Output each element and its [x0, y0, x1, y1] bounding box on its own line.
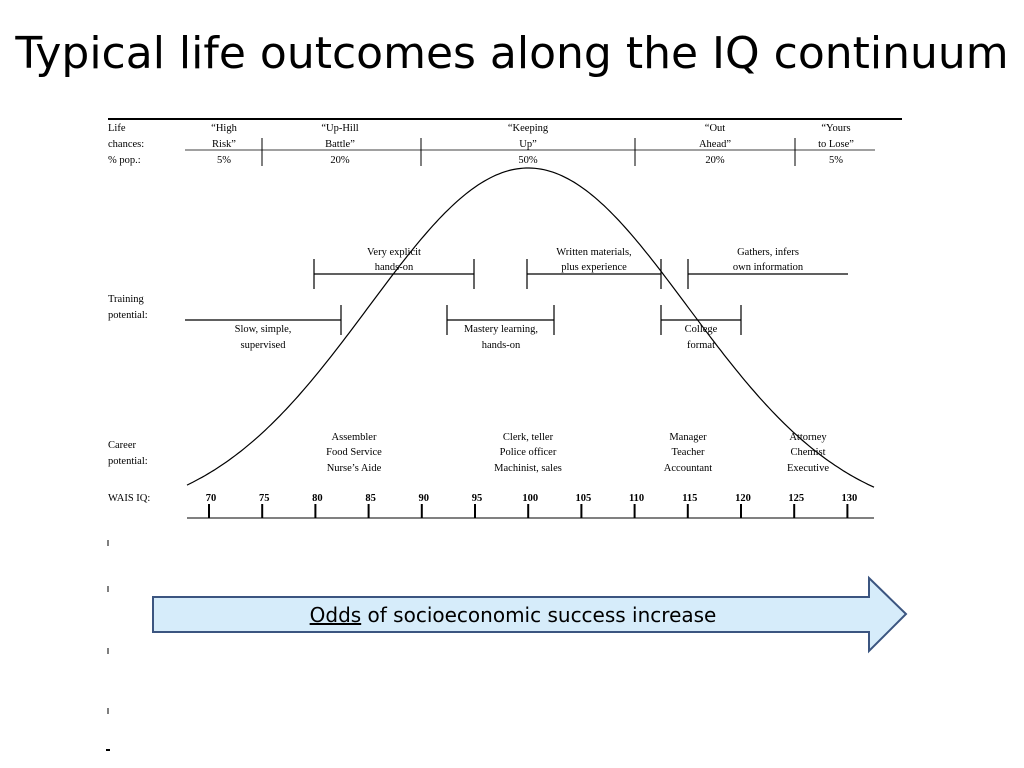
life-chance-line1: “Keeping [508, 123, 549, 134]
life-chance-line1: “High [211, 123, 237, 134]
iq-tick-label: 130 [842, 493, 858, 504]
iq-tick-label: 120 [735, 493, 751, 504]
training-lower-label: format [687, 340, 715, 351]
career-item: Machinist, sales [494, 463, 562, 474]
success-arrow-shape [152, 575, 908, 654]
life-chance-line1: “Out [705, 123, 725, 134]
training-upper-label: own information [733, 262, 804, 273]
life-chance-pct: 20% [705, 155, 725, 166]
career-item: Executive [787, 463, 829, 474]
iq-tick-label: 95 [472, 493, 483, 504]
career-item: Manager [669, 432, 707, 443]
wais-iq-label: WAIS IQ: [108, 493, 150, 504]
career-item: Teacher [671, 447, 705, 458]
training-bar-very-explicit [313, 259, 475, 289]
arrow-label-rest: of socioeconomic success increase [361, 603, 717, 627]
training-lower-label: Mastery learning, [464, 324, 538, 335]
life-chance-out-ahead: “Out Ahead” 20% [699, 123, 731, 166]
life-chance-line2: Up” [519, 139, 537, 150]
iq-tick-label: 100 [522, 493, 538, 504]
training-bar-gathers-infers [687, 259, 848, 289]
iq-axis-ticks: 70 75 80 85 90 95 100 105 110 115 120 125 130 [206, 493, 858, 518]
career-label: Career [108, 440, 136, 451]
life-label: Life [108, 123, 126, 134]
slide-title: Typical life outcomes along the IQ conti… [15, 28, 1009, 79]
life-chance-pct: 5% [829, 155, 843, 166]
bell-curve [186, 167, 875, 488]
training-label: Training [108, 294, 145, 305]
career-label: potential: [108, 456, 148, 467]
life-chance-line1: “Yours [821, 123, 850, 134]
life-chance-line2: Battle” [325, 139, 355, 150]
training-lower-label: Slow, simple, [235, 324, 292, 335]
odds-word: Odds [309, 603, 362, 627]
career-item: Police officer [500, 447, 557, 458]
career-item: Nurse’s Aide [327, 463, 382, 474]
training-upper-label: plus experience [561, 262, 627, 273]
career-item: Accountant [664, 463, 712, 474]
life-chance-uphill-battle: “Up-Hill Battle” 20% [321, 123, 358, 166]
iq-tick-label: 125 [788, 493, 804, 504]
career-item: Food Service [326, 447, 382, 458]
career-item: Assembler [332, 432, 377, 443]
career-item: Clerk, teller [503, 432, 554, 443]
training-lower-label: College [685, 324, 718, 335]
iq-tick-label: 90 [419, 493, 430, 504]
iq-tick-label: 85 [365, 493, 376, 504]
training-upper-label: Written materials, [556, 247, 631, 258]
life-chance-keeping-up: “Keeping Up” 50% [508, 123, 549, 166]
training-bar-mastery-learning [446, 305, 555, 335]
life-chance-high-risk: “High Risk” 5% [211, 123, 237, 166]
life-chance-line2: to Lose” [818, 139, 854, 150]
life-chance-line1: “Up-Hill [321, 123, 358, 134]
life-chance-pct: 20% [330, 155, 350, 166]
training-upper-label: hands-on [375, 262, 414, 273]
iq-tick-label: 115 [682, 493, 697, 504]
life-chance-line2: Ahead” [699, 139, 731, 150]
iq-tick-label: 105 [576, 493, 592, 504]
iq-tick-label: 75 [259, 493, 270, 504]
career-item: Attorney [789, 432, 827, 443]
training-upper-label: Very explicit [367, 247, 421, 258]
pct-pop-label: % pop.: [108, 155, 141, 166]
iq-tick-label: 80 [312, 493, 323, 504]
iq-tick-label: 110 [629, 493, 644, 504]
training-upper-label: Gathers, infers [737, 247, 799, 258]
career-item: Chemist [790, 447, 825, 458]
training-label: potential: [108, 310, 148, 321]
training-bar-slow-simple [185, 305, 342, 335]
training-lower-label: supervised [241, 340, 287, 351]
margin-marks [106, 540, 110, 751]
training-bar-written-materials [526, 259, 662, 289]
life-chance-pct: 5% [217, 155, 231, 166]
training-lower-label: hands-on [482, 340, 521, 351]
life-chance-pct: 50% [518, 155, 538, 166]
chances-label: chances: [108, 139, 144, 150]
success-arrow-label: Odds of socioeconomic success increase [153, 598, 873, 632]
life-chance-yours-to-lose: “Yours to Lose” 5% [818, 123, 854, 166]
life-chance-line2: Risk” [212, 139, 236, 150]
training-bar-college [660, 305, 742, 335]
iq-tick-label: 70 [206, 493, 217, 504]
